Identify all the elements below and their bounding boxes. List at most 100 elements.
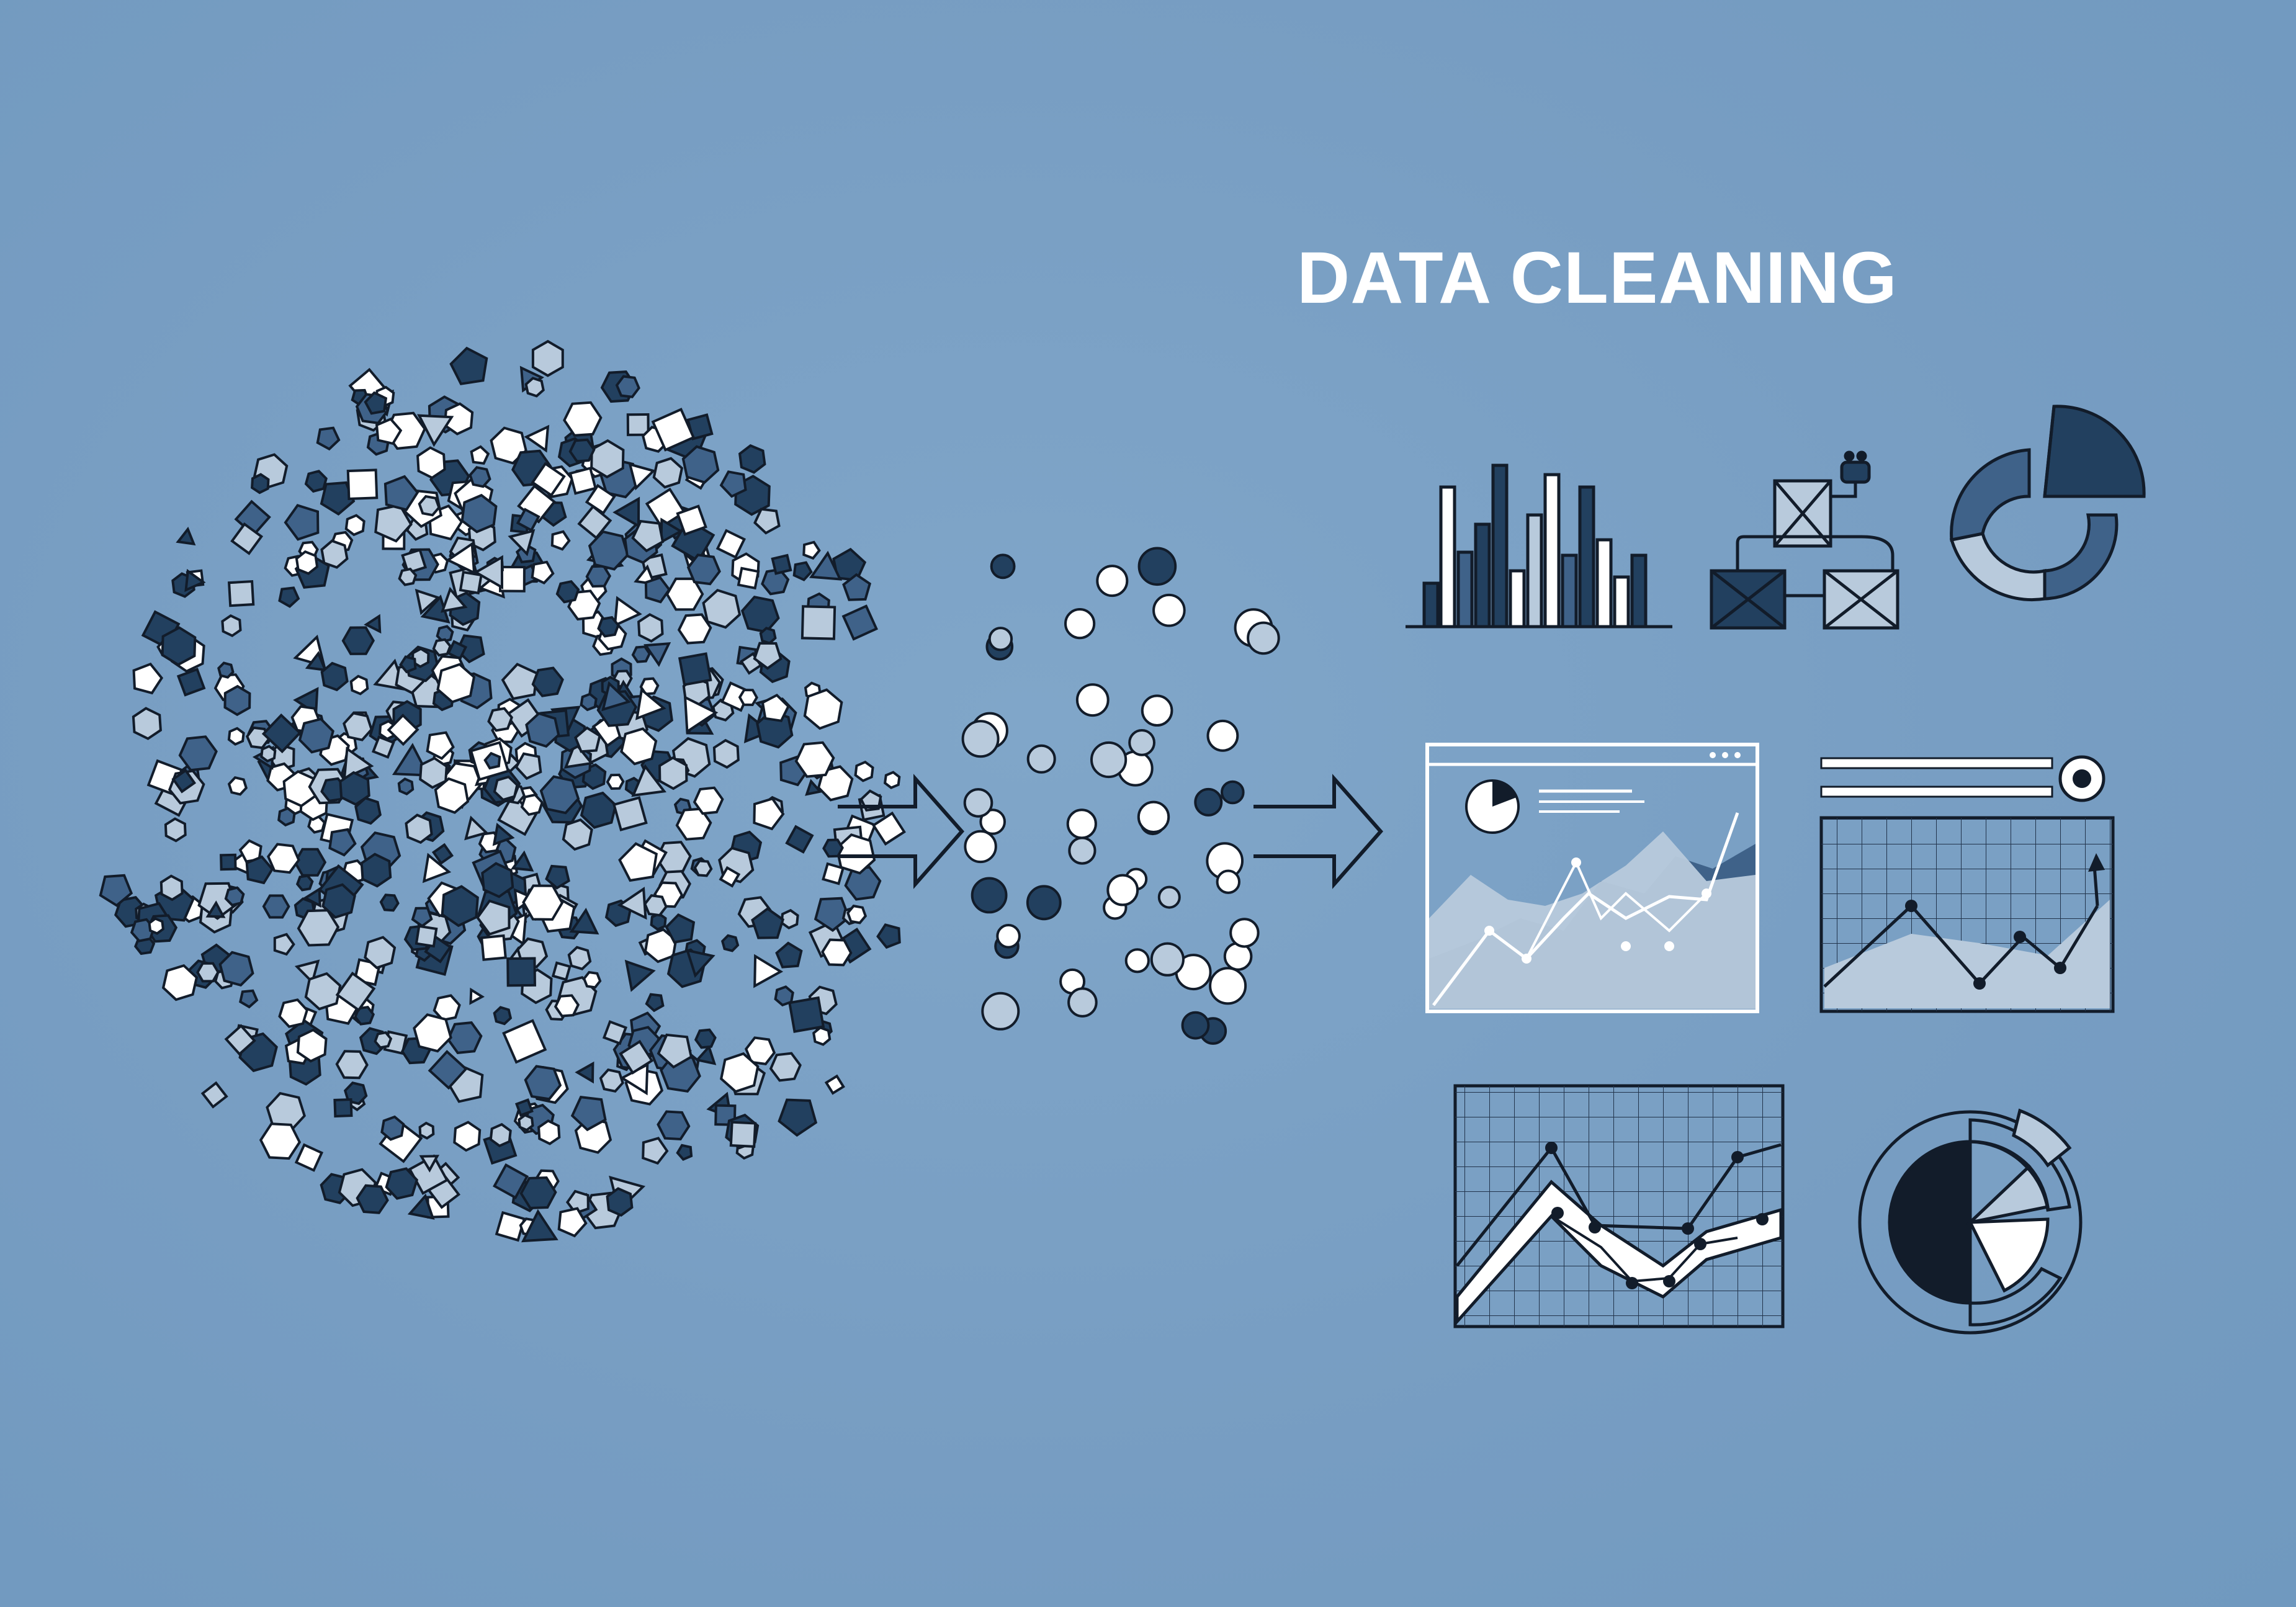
data-particle <box>184 568 206 593</box>
data-particle <box>387 714 419 746</box>
data-particle <box>580 692 598 712</box>
data-particle <box>453 1121 482 1152</box>
data-particle <box>1150 942 1185 977</box>
data-particle <box>469 466 491 488</box>
data-particle <box>531 339 564 377</box>
data-particle <box>230 522 264 555</box>
data-particle <box>344 514 365 537</box>
data-particle <box>418 1121 435 1140</box>
data-particle <box>99 874 133 907</box>
data-particle <box>821 938 853 967</box>
data-particle <box>753 954 784 988</box>
data-particle <box>619 1039 654 1075</box>
data-particle <box>681 445 720 484</box>
data-particle <box>1106 874 1139 906</box>
data-particle <box>341 626 375 655</box>
data-particle <box>740 596 780 633</box>
data-particle <box>221 614 242 637</box>
data-particle <box>694 1028 717 1049</box>
data-particle <box>418 495 441 517</box>
data-particle <box>436 663 476 704</box>
data-particle <box>756 710 794 749</box>
data-particle <box>304 470 328 493</box>
data-particle <box>657 1110 691 1141</box>
data-particle <box>635 687 666 720</box>
data-particle <box>694 1044 717 1065</box>
data-particle <box>354 1006 375 1026</box>
data-particle <box>761 693 790 722</box>
data-particle <box>360 853 392 888</box>
data-particle <box>963 788 993 818</box>
data-particle <box>374 1031 393 1049</box>
data-particle <box>508 529 536 557</box>
data-particle <box>677 613 712 645</box>
data-particle <box>176 526 196 546</box>
data-particle <box>657 1033 693 1069</box>
data-particle <box>296 1028 328 1063</box>
data-particle <box>227 727 245 746</box>
data-particle <box>476 899 511 936</box>
data-particle <box>1124 948 1150 974</box>
data-particle <box>200 1081 228 1109</box>
data-particle <box>803 688 843 730</box>
data-particle <box>278 586 300 608</box>
data-particle <box>645 487 686 529</box>
data-particle <box>460 493 498 534</box>
data-particle <box>562 818 593 851</box>
raw-data-cloud-icon <box>99 339 906 1243</box>
data-particle <box>401 548 428 575</box>
data-particle <box>1067 987 1098 1018</box>
data-particle <box>1075 683 1110 717</box>
data-particle <box>676 1144 693 1162</box>
data-particle <box>802 540 821 560</box>
data-particle <box>227 776 248 796</box>
data-particle <box>769 1052 802 1082</box>
data-particle <box>278 998 309 1028</box>
data-particle <box>1066 808 1097 839</box>
data-particle <box>392 743 431 777</box>
data-particle <box>343 746 374 781</box>
data-particle <box>171 768 197 794</box>
right-arrow-icon <box>1253 774 1384 889</box>
data-particle <box>489 1122 512 1148</box>
data-particle <box>729 1121 757 1148</box>
data-particle <box>239 989 259 1009</box>
data-particle <box>531 666 564 697</box>
data-particle <box>567 946 592 970</box>
data-particle <box>676 504 707 536</box>
data-particle <box>379 893 400 912</box>
line-chart-panel-icon <box>1819 755 2115 1013</box>
data-particle <box>794 741 835 778</box>
data-particle <box>720 1052 760 1093</box>
data-particle <box>432 638 452 657</box>
data-particle <box>624 959 656 992</box>
data-particle <box>419 1155 440 1173</box>
data-particle <box>693 786 724 815</box>
data-particle <box>490 426 527 465</box>
data-particle <box>1157 885 1181 909</box>
data-particle <box>493 1006 513 1026</box>
data-particle <box>780 908 799 929</box>
data-particle <box>493 775 519 802</box>
data-particle <box>333 1098 353 1118</box>
data-particle <box>385 1167 419 1200</box>
data-particle <box>720 934 740 952</box>
data-particle <box>685 949 715 978</box>
data-particle <box>524 1065 562 1101</box>
data-particle <box>441 885 479 928</box>
data-particle <box>492 823 515 846</box>
data-particle <box>218 951 254 987</box>
data-particle <box>522 884 564 921</box>
data-particle <box>575 1061 594 1084</box>
data-particle <box>399 655 417 674</box>
data-particle <box>809 550 843 581</box>
data-particle <box>606 773 625 790</box>
data-particle <box>1137 800 1170 834</box>
data-particle <box>371 735 395 759</box>
data-particle <box>1209 967 1247 1005</box>
dashboard-area-chart-icon <box>1425 743 1759 1013</box>
data-particle <box>785 825 814 854</box>
data-particle <box>555 580 580 604</box>
data-particle <box>964 830 997 864</box>
data-particle <box>1068 836 1096 865</box>
